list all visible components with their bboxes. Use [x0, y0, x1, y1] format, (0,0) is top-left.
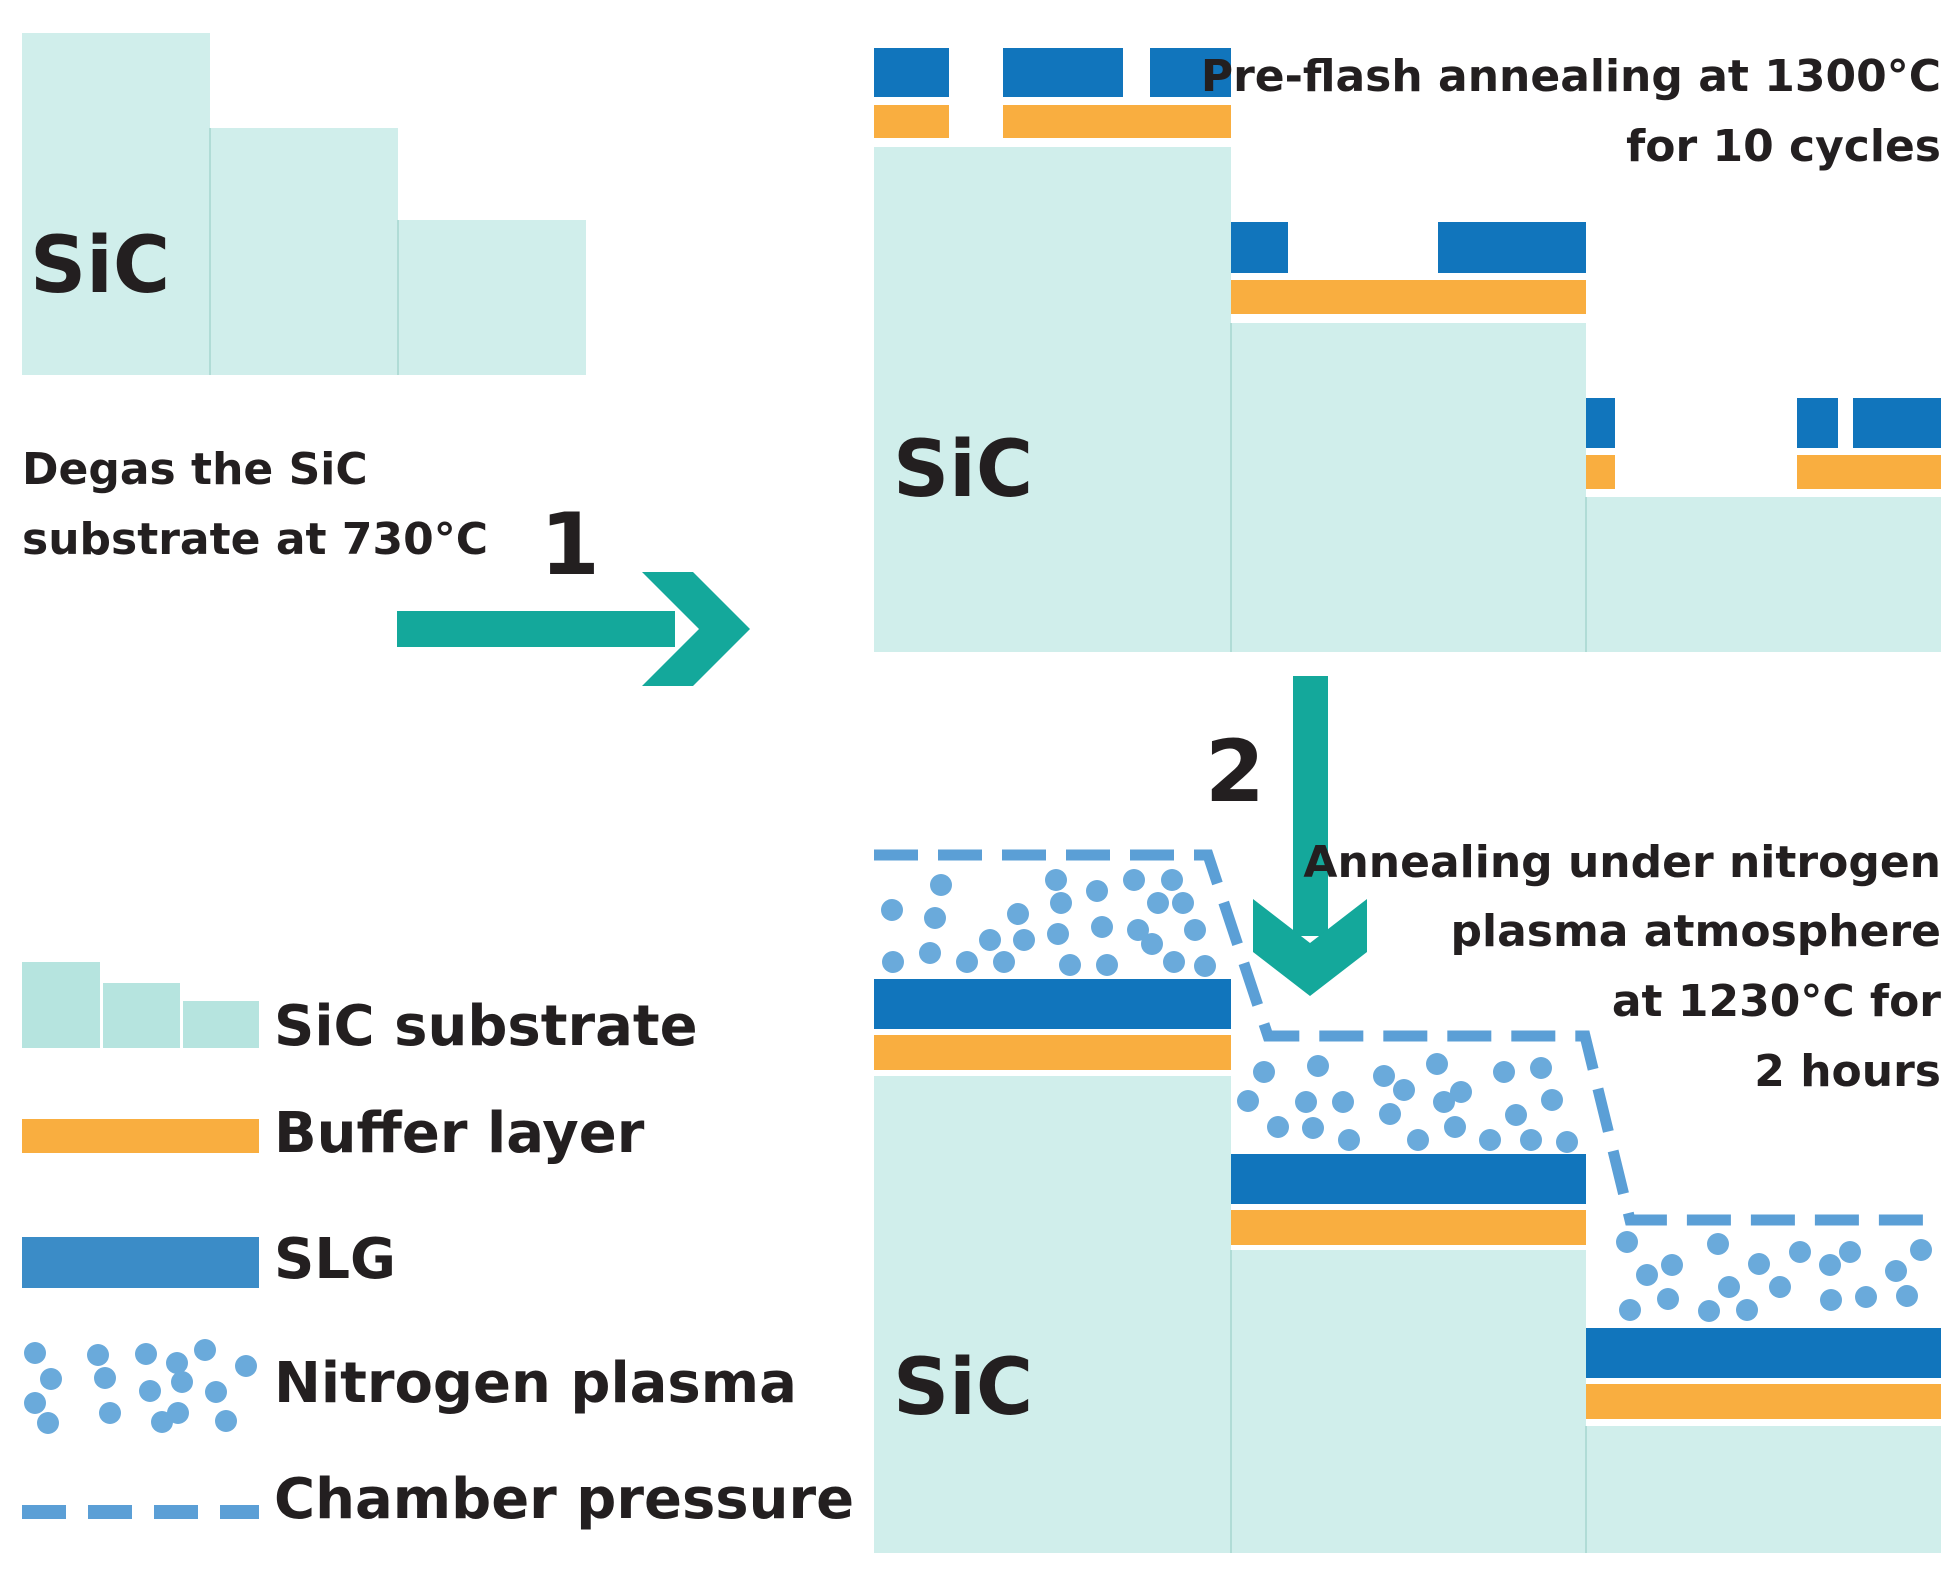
degas-text-line1: Degas the SiC — [22, 444, 368, 495]
step2-number: 2 — [1205, 722, 1265, 822]
stage3-step-2 — [1231, 1250, 1586, 1553]
step1-number: 1 — [540, 495, 600, 595]
legend-chamber-pressure-label: Chamber pressure — [274, 1467, 854, 1532]
stage1-substrate — [22, 33, 586, 375]
legend-slg-swatch — [22, 1237, 259, 1288]
nitrogen-anneal-text-line2: plasma atmosphere — [1450, 906, 1941, 957]
nitrogen-anneal-text-line3: at 1230°C for — [1612, 976, 1941, 1027]
legend-buffer-swatch — [22, 1119, 259, 1153]
stage1-sic-label: SiC — [30, 221, 170, 311]
stage3-slg — [874, 979, 1941, 1378]
stage3-step-3 — [1586, 1426, 1941, 1553]
legend-buffer-layer-label: Buffer layer — [274, 1101, 645, 1166]
stage2-buffer-layer — [874, 105, 1941, 489]
stage2-step-3 — [1586, 497, 1941, 652]
legend-sic-swatch — [22, 962, 259, 1048]
stage3-sic-label: SiC — [893, 1343, 1033, 1433]
legend-slg-label: SLG — [274, 1227, 396, 1292]
stage2-substrate — [874, 147, 1941, 652]
step2-arrow — [1253, 676, 1367, 996]
nitrogen-anneal-text-line4: 2 hours — [1754, 1046, 1941, 1097]
stage3-substrate — [874, 1076, 1941, 1553]
legend-plasma-swatch — [24, 1339, 257, 1434]
stage1-step-1 — [22, 33, 210, 375]
step1-arrow — [397, 572, 750, 686]
stage3-step-1 — [874, 1076, 1231, 1553]
stage1-step-3 — [398, 220, 586, 375]
preflash-text-line2: for 10 cycles — [1626, 121, 1941, 172]
chamber-pressure-line — [874, 849, 1941, 1226]
nitrogen-anneal-text-line1: Annealing under nitrogen — [1303, 837, 1941, 888]
stage1-step-2 — [210, 128, 398, 375]
stage2-step-2 — [1231, 323, 1586, 652]
legend: SiC substrate Buffer layer SLG Nitrogen … — [22, 962, 854, 1532]
legend-nitrogen-plasma-label: Nitrogen plasma — [274, 1351, 797, 1416]
stage2-sic-label: SiC — [893, 425, 1033, 515]
degas-text-line2: substrate at 730°C — [22, 514, 488, 565]
legend-sic-substrate-label: SiC substrate — [274, 994, 698, 1059]
stage2-step-1 — [874, 147, 1231, 652]
preflash-text-line1: Pre-flash annealing at 1300°C — [1201, 51, 1941, 102]
stage3-buffer-layer — [874, 1035, 1941, 1419]
stage3-nitrogen-plasma — [881, 869, 1932, 1322]
stage2-slg — [874, 48, 1941, 448]
